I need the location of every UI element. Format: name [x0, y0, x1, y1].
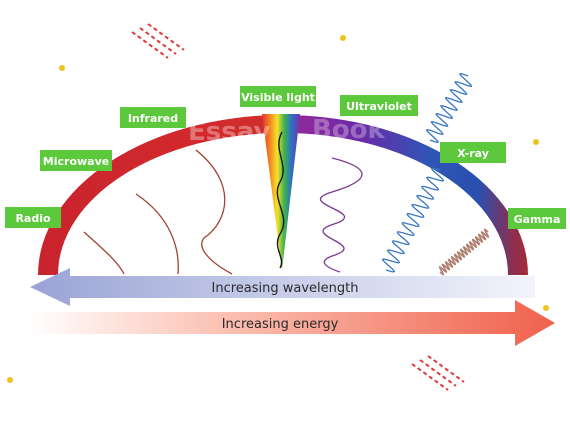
band-label-text: Visible light — [241, 91, 315, 104]
decorative-dashes — [131, 23, 465, 391]
decor-dash — [147, 23, 185, 51]
energy-arrow: Increasing energy — [30, 300, 555, 346]
band-label-text: Ultraviolet — [346, 100, 412, 113]
xray-wave-upper — [425, 73, 473, 143]
decor-dot — [533, 139, 539, 145]
long-waves — [83, 149, 233, 275]
decor-dash — [419, 359, 457, 387]
band-label-ultraviolet: Ultraviolet — [340, 95, 418, 116]
energy-arrow-label: Increasing energy — [222, 317, 339, 332]
watermark: Essay — [188, 117, 270, 147]
band-label-visible: Visible light — [240, 86, 316, 107]
decor-dot — [7, 377, 13, 383]
band-label-text: Infrared — [128, 112, 178, 125]
energy-arrow-shape — [30, 300, 555, 346]
spectrum-arc — [38, 115, 528, 275]
band-label-microwave: Microwave — [40, 150, 112, 171]
band-label-text: Radio — [15, 212, 51, 225]
band-label-text: Gamma — [514, 213, 561, 226]
decorative-dots — [7, 35, 549, 383]
wavelength-arrow-shape — [30, 268, 535, 306]
decor-dash — [427, 355, 465, 383]
gamma-wave — [438, 228, 490, 276]
visible-light-wedge — [262, 114, 300, 270]
wavelength-arrow-label: Increasing wavelength — [212, 281, 359, 296]
band-label-text: X-ray — [457, 147, 489, 160]
watermark: Book — [312, 115, 386, 145]
ultraviolet-wave — [319, 157, 363, 273]
band-label-gamma: Gamma — [508, 208, 566, 229]
band-label-infrared: Infrared — [120, 107, 186, 128]
decor-dash — [411, 363, 449, 391]
xray-wave — [381, 167, 445, 273]
band-label-radio: Radio — [5, 207, 61, 228]
band-label-xray: X-ray — [440, 142, 506, 163]
wavelength-arrow: Increasing wavelength — [30, 268, 535, 306]
microwave-wave — [135, 193, 179, 275]
visible-wave — [276, 131, 285, 269]
decor-dot — [543, 305, 549, 311]
decor-dot — [340, 35, 346, 41]
radio-wave — [83, 231, 125, 275]
decor-dash — [139, 27, 177, 55]
decor-dot — [59, 65, 65, 71]
decor-dash — [131, 31, 169, 59]
band-label-text: Microwave — [43, 155, 109, 168]
infrared-wave — [195, 149, 233, 275]
